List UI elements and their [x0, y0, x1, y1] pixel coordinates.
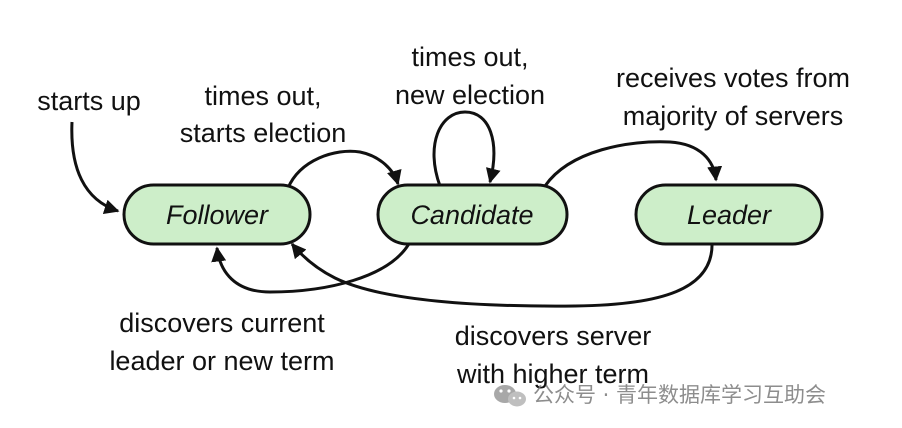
state-follower: Follower — [122, 183, 312, 246]
state-follower-label: Follower — [166, 200, 269, 230]
candidate-to-follower-label-line2: leader or new term — [109, 346, 334, 376]
follower-to-candidate-label-line2: starts election — [180, 118, 347, 148]
candidate-self-loop-arrow — [432, 110, 501, 187]
state-leader-label: Leader — [687, 200, 772, 230]
state-candidate: Candidate — [376, 183, 569, 246]
state-candidate-label: Candidate — [410, 200, 533, 230]
starts-up-label: starts up — [37, 86, 141, 116]
state-leader: Leader — [634, 183, 824, 246]
candidate-self-loop-label-line2: new election — [395, 80, 545, 110]
candidate-to-follower-label-line1: discovers current — [119, 308, 325, 338]
candidate-to-follower-arrow — [211, 241, 412, 294]
candidate-to-leader-label-line1: receives votes from — [616, 63, 850, 93]
starts-up-arrow — [70, 121, 120, 214]
candidate-to-leader-arrow — [543, 140, 723, 187]
candidate-to-leader-label-line2: majority of servers — [623, 101, 844, 131]
leader-to-follower-arrow — [290, 241, 714, 308]
follower-to-candidate-label-line1: times out, — [204, 81, 321, 111]
leader-to-follower-label-line2: with higher term — [456, 359, 649, 389]
leader-to-follower-label-line1: discovers server — [455, 321, 652, 351]
candidate-self-loop-label-line1: times out, — [411, 42, 528, 72]
wechat-icon — [494, 385, 526, 407]
watermark: 公众号 · 青年数据库学习互助会 — [494, 383, 826, 407]
watermark-text: 公众号 · 青年数据库学习互助会 — [533, 383, 826, 407]
follower-to-candidate-arrow — [286, 149, 402, 189]
